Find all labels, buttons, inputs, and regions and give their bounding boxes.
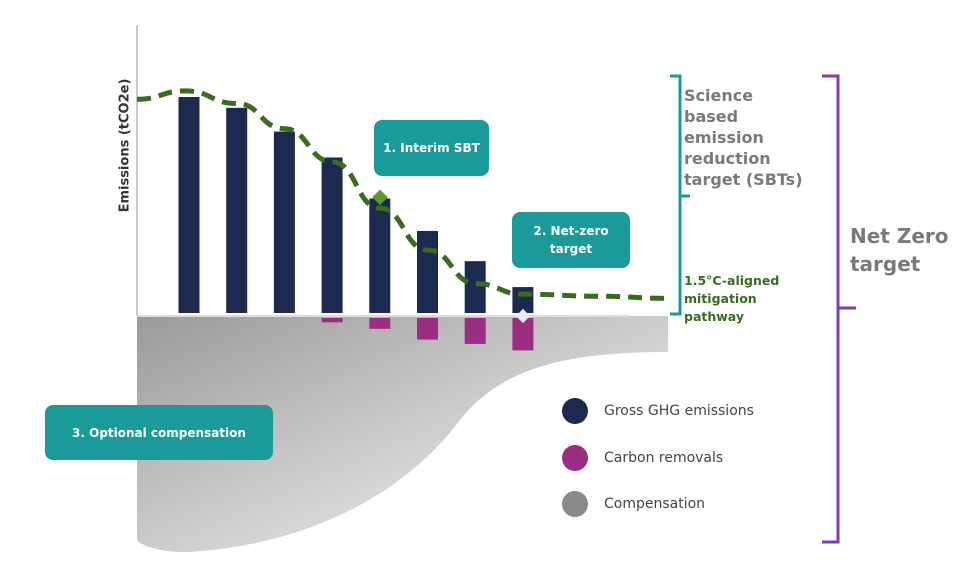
mitigation-pathway-line bbox=[136, 88, 669, 301]
sbt-bracket bbox=[670, 74, 690, 316]
sbt-bracket-label: Science based emission reduction target … bbox=[684, 85, 803, 190]
pathway-label-line: pathway bbox=[684, 309, 745, 324]
netzero-callout-line1: 2. Net-zero bbox=[533, 224, 609, 238]
sbt-label-line: reduction bbox=[684, 149, 771, 168]
netzero-label-line: target bbox=[850, 252, 921, 276]
gross-emissions-bar bbox=[417, 230, 438, 313]
legend-gross-emissions: Gross GHG emissions bbox=[562, 398, 754, 424]
pathway-label-line: 1.5°C-aligned bbox=[684, 273, 780, 288]
legend-compensation: Compensation bbox=[562, 491, 705, 517]
legend-dot-icon bbox=[562, 445, 588, 471]
interim-target-marker bbox=[372, 189, 388, 206]
legend-label: Gross GHG emissions bbox=[604, 403, 754, 419]
sbt-label-line: target (SBTs) bbox=[684, 170, 803, 189]
sbt-label-line: based bbox=[684, 107, 739, 126]
carbon-removals-bar bbox=[464, 318, 486, 344]
netzero-label-line: Net Zero bbox=[850, 224, 949, 248]
optional-compensation-callout: 3. Optional compensation bbox=[45, 405, 273, 460]
netzero-target-marker bbox=[515, 308, 531, 324]
netzero-target-callout: 2. Net-zero target bbox=[512, 212, 630, 268]
gross-emissions-bar bbox=[226, 107, 248, 313]
pathway-label: 1.5°C-aligned mitigation pathway bbox=[684, 272, 779, 326]
sbt-label-line: emission bbox=[684, 128, 764, 147]
legend-carbon-removals: Carbon removals bbox=[562, 445, 723, 471]
y-axis-label: Emissions (tCO2e) bbox=[117, 78, 133, 213]
carbon-removals-bar bbox=[321, 318, 343, 323]
compensation-area bbox=[137, 316, 668, 553]
gross-emissions-bar bbox=[178, 97, 200, 313]
netzero-callout-line2: target bbox=[549, 242, 593, 256]
pathway-label-line: mitigation bbox=[684, 291, 757, 306]
gross-emissions-bar bbox=[464, 261, 486, 313]
legend-label: Carbon removals bbox=[604, 450, 724, 466]
legend-label: Compensation bbox=[604, 496, 706, 512]
sbt-label-line: Science bbox=[684, 86, 754, 105]
carbon-removals-bar bbox=[512, 318, 534, 351]
gross-emissions-bar bbox=[321, 157, 343, 313]
carbon-removals-bar bbox=[369, 318, 391, 329]
netzero-bracket bbox=[822, 74, 856, 544]
carbon-removals-bar bbox=[417, 318, 438, 340]
netzero-bracket-label: Net Zero target bbox=[850, 222, 949, 278]
gross-emissions-bar bbox=[273, 131, 295, 313]
legend-dot-icon bbox=[562, 398, 588, 424]
legend-dot-icon bbox=[562, 491, 588, 517]
gross-emissions-bar bbox=[369, 198, 391, 313]
interim-sbt-callout: 1. Interim SBT bbox=[374, 120, 489, 176]
